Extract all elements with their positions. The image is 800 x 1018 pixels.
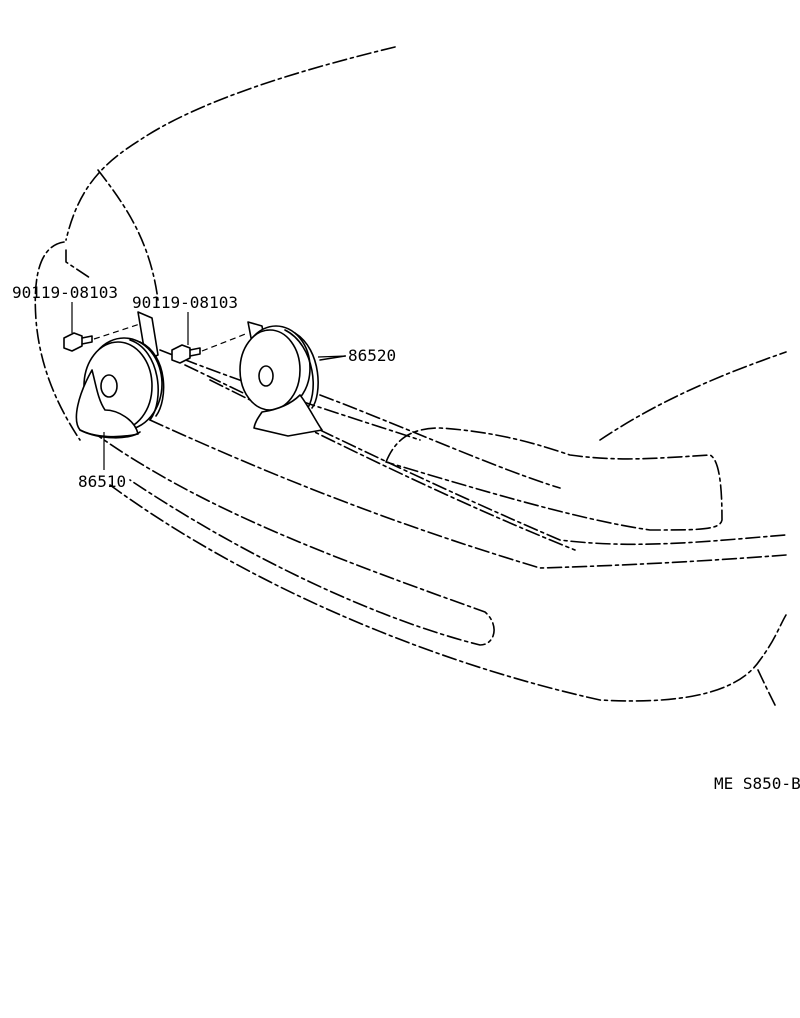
dashed-rail-right bbox=[319, 394, 561, 489]
label-bolt-left: 90119-08103 bbox=[12, 283, 118, 302]
hood-edge bbox=[65, 46, 396, 241]
headlamp-edge bbox=[65, 249, 91, 279]
bumper-upper bbox=[149, 419, 787, 569]
bolt-left[interactable] bbox=[63, 323, 141, 352]
side-opening bbox=[385, 427, 723, 531]
leader-lines bbox=[71, 302, 347, 470]
label-bolt-right: 90119-08103 bbox=[132, 293, 238, 312]
label-horn-low: 86510 bbox=[78, 472, 126, 491]
fender-contour bbox=[97, 169, 159, 301]
figure-code: ME S850-B bbox=[714, 774, 800, 793]
bolt-right[interactable] bbox=[171, 332, 249, 364]
fender-lower bbox=[34, 241, 81, 441]
label-horn-high: 86520 bbox=[348, 346, 396, 365]
horn-high[interactable] bbox=[239, 321, 346, 437]
horn-low[interactable] bbox=[75, 311, 165, 439]
bumper-line-1 bbox=[89, 429, 495, 646]
hood-right bbox=[599, 351, 787, 441]
bumper-line-2 bbox=[109, 484, 787, 702]
bumper-line-3 bbox=[757, 669, 776, 706]
